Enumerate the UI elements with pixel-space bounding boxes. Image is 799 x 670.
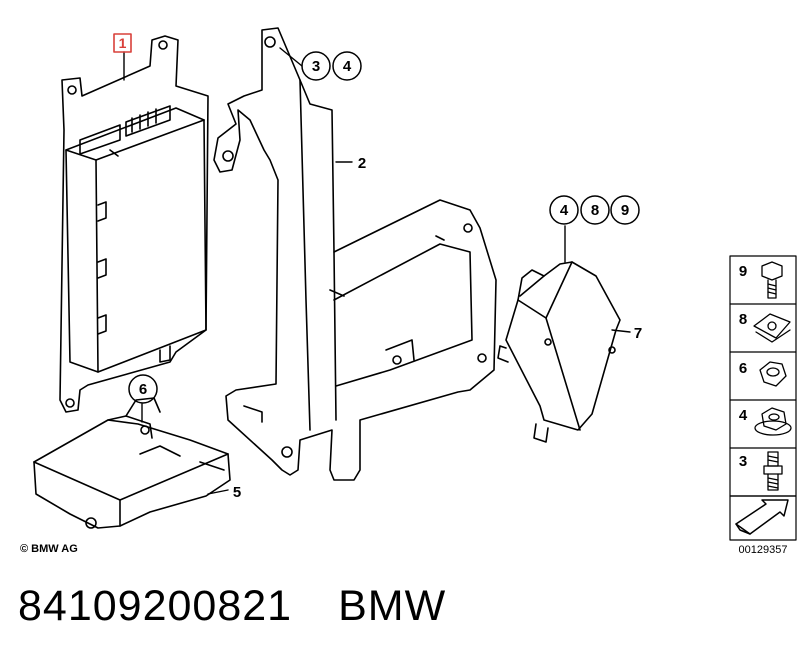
bracket-part-2 xyxy=(213,27,497,481)
callout-6: 6 xyxy=(139,381,147,398)
stud-bolt-icon xyxy=(763,451,783,491)
callout-1: 1 xyxy=(119,35,127,51)
diagram-id: 00129357 xyxy=(739,544,788,556)
callout-5: 5 xyxy=(233,484,241,501)
footer-caption: 84109200821 BMW xyxy=(18,582,446,631)
hex-nut-icon xyxy=(759,361,787,387)
callout-1-highlight xyxy=(113,33,132,53)
module-part-5 xyxy=(33,397,231,529)
callout-4-top: 4 xyxy=(343,58,352,75)
callout-9-right: 9 xyxy=(621,202,629,219)
antenna-module-part-7 xyxy=(497,261,621,443)
copyright-notice: © BMW AG xyxy=(20,543,78,555)
callout-3-top: 3 xyxy=(312,58,320,75)
flange-nut-icon xyxy=(754,407,792,436)
legend-number-8: 8 xyxy=(739,311,747,328)
clip-nut-icon xyxy=(753,313,791,343)
parts-diagram: 1 3 4 2 4 8 9 7 6 5 9 8 6 4 3 00129357 ©… xyxy=(20,27,797,556)
legend-number-6: 6 xyxy=(739,360,747,377)
direction-arrow-icon xyxy=(735,499,789,535)
callout-8-right: 8 xyxy=(591,202,599,219)
callout-2: 2 xyxy=(358,155,366,172)
callout-bubbles xyxy=(128,51,640,404)
callout-4-right: 4 xyxy=(560,202,569,219)
fastener-legend xyxy=(729,255,797,541)
leader-lines xyxy=(123,47,631,495)
legend-number-3: 3 xyxy=(739,453,747,470)
legend-number-9: 9 xyxy=(739,263,747,280)
part-number: 84109200821 xyxy=(18,582,293,630)
legend-number-4: 4 xyxy=(739,407,748,424)
brand-name: BMW xyxy=(338,582,447,630)
callout-7: 7 xyxy=(634,325,642,342)
control-module-part-1 xyxy=(59,35,209,413)
hex-bolt-icon xyxy=(761,261,783,299)
